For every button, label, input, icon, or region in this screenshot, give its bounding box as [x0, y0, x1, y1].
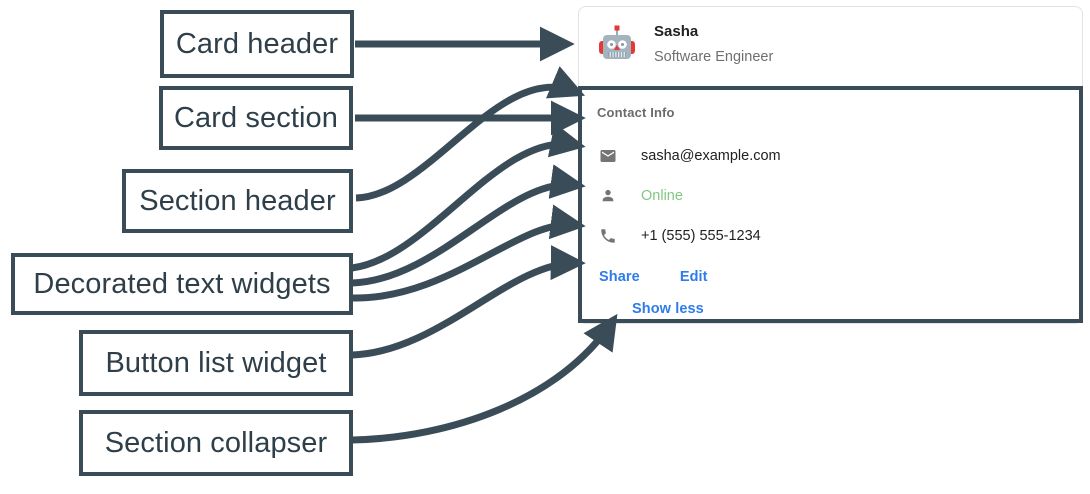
annotation-card-section: Card section	[159, 86, 353, 150]
annotation-card-header-label: Card header	[175, 27, 339, 60]
phone-value: +1 (555) 555-1234	[641, 228, 761, 244]
email-value: sasha@example.com	[641, 148, 781, 164]
arrow-decorated-text-3	[351, 204, 586, 302]
share-button[interactable]: Share	[599, 269, 640, 285]
card-header-text: Sasha Software Engineer	[654, 21, 773, 68]
arrow-button-list	[351, 245, 586, 359]
arrow-decorated-text-1	[351, 122, 586, 272]
decorated-text-widget-phone: +1 (555) 555-1234	[597, 216, 1082, 256]
annotation-section-header-label: Section header	[139, 184, 336, 217]
annotation-decorated-text-label: Decorated text widgets	[33, 267, 331, 300]
annotation-decorated-text: Decorated text widgets	[11, 253, 353, 315]
status-value: Online	[641, 188, 683, 204]
profile-card: Sasha Software Engineer Contact Info sas…	[578, 6, 1083, 324]
annotation-section-collapser: Section collapser	[79, 410, 353, 476]
card-header-title: Sasha	[654, 23, 699, 41]
annotation-button-list-label: Button list widget	[105, 346, 327, 379]
arrow-section-collapser	[351, 313, 618, 444]
card-header-subtitle: Software Engineer	[654, 49, 774, 66]
annotation-card-header: Card header	[160, 10, 354, 78]
arrow-decorated-text-2	[351, 164, 586, 287]
phone-icon	[597, 227, 619, 245]
arrow-section-header	[355, 66, 586, 202]
person-icon	[597, 187, 619, 205]
show-less-button[interactable]: Show less	[632, 301, 704, 317]
email-icon	[597, 147, 619, 165]
edit-button[interactable]: Edit	[679, 269, 708, 285]
button-list-widget: Share Edit	[599, 260, 1082, 294]
card-header: Sasha Software Engineer	[579, 7, 1082, 83]
section-header: Contact Info	[597, 105, 675, 120]
annotation-section-header: Section header	[122, 169, 353, 233]
section-collapser: Show less	[632, 294, 1082, 324]
card-section: Contact Info sasha@example.com	[579, 87, 1082, 324]
annotation-button-list: Button list widget	[79, 330, 353, 396]
annotation-card-section-label: Card section	[174, 101, 338, 134]
decorated-text-widget-email: sasha@example.com	[597, 136, 1082, 176]
robot-avatar-icon	[596, 24, 638, 66]
annotation-section-collapser-label: Section collapser	[104, 426, 328, 459]
decorated-text-widget-status: Online	[597, 176, 1082, 216]
